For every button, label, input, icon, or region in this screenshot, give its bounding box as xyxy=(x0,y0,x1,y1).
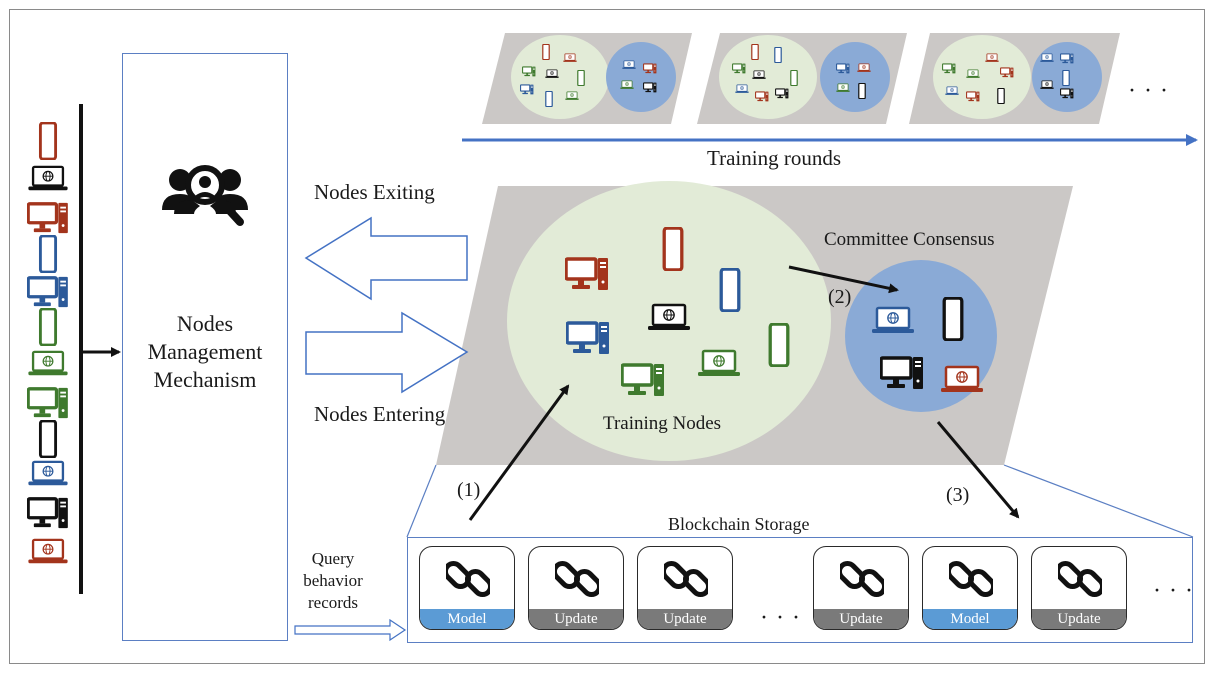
block-update: Update xyxy=(1031,546,1127,630)
block-tag: Update xyxy=(638,609,732,629)
nodes-management-box xyxy=(122,53,288,641)
zoom-line-right xyxy=(1003,464,1194,538)
step1-label: (1) xyxy=(457,479,481,501)
training-round-panel xyxy=(697,33,907,124)
chain-ellipsis-end: · · · xyxy=(1153,578,1194,604)
committee-consensus-label: Committee Consensus xyxy=(824,229,995,250)
query-records-arrow xyxy=(294,618,407,642)
query-label-line1: Query xyxy=(311,549,355,568)
block-tag: Update xyxy=(814,609,908,629)
chain-ellipsis-middle: · · · xyxy=(760,605,801,631)
chain-link-icon xyxy=(446,557,490,601)
block-update: Update xyxy=(813,546,909,630)
block-tag: Model xyxy=(420,609,514,629)
chain-link-icon xyxy=(840,557,884,601)
chain-link-icon xyxy=(1058,557,1102,601)
block-tag: Model xyxy=(923,609,1017,629)
block-tag: Update xyxy=(1032,609,1126,629)
training-nodes-label: Training Nodes xyxy=(603,413,722,434)
nodes-exiting-arrow xyxy=(304,216,468,301)
training-round-panel xyxy=(482,33,692,124)
block-model: Model xyxy=(922,546,1018,630)
block-model: Model xyxy=(419,546,515,630)
chain-link-icon xyxy=(664,557,708,601)
step3-arrow xyxy=(936,421,1020,519)
rounds-ellipsis: · · · xyxy=(1128,78,1169,104)
training-round-panel xyxy=(909,33,1120,124)
nodes-exiting-label: Nodes Exiting xyxy=(314,180,435,204)
nodes-entering-arrow xyxy=(305,311,469,394)
step2-label: (2) xyxy=(828,286,852,308)
step2-arrow xyxy=(788,265,899,294)
blockchain-storage-box xyxy=(407,537,1193,643)
block-update: Update xyxy=(637,546,733,630)
step1-arrow xyxy=(468,384,570,521)
nodes-management-label: Nodes Management Mechanism xyxy=(147,311,263,392)
nodes-entering-label: Nodes Entering xyxy=(314,402,446,426)
user-search-group-icon xyxy=(162,165,248,226)
step3-label: (3) xyxy=(946,484,970,506)
block-tag: Update xyxy=(529,609,623,629)
chain-link-icon xyxy=(949,557,993,601)
training-rounds-label: Training rounds xyxy=(707,146,841,170)
chain-link-icon xyxy=(555,557,599,601)
node-pool-device-icons xyxy=(27,122,69,565)
figure-frame xyxy=(9,9,1205,664)
zoom-line-left xyxy=(406,464,437,538)
block-update: Update xyxy=(528,546,624,630)
query-label-line3: records xyxy=(307,593,359,612)
blockchain-storage-label: Blockchain Storage xyxy=(668,514,810,534)
query-label-line2: behavior xyxy=(303,571,363,590)
